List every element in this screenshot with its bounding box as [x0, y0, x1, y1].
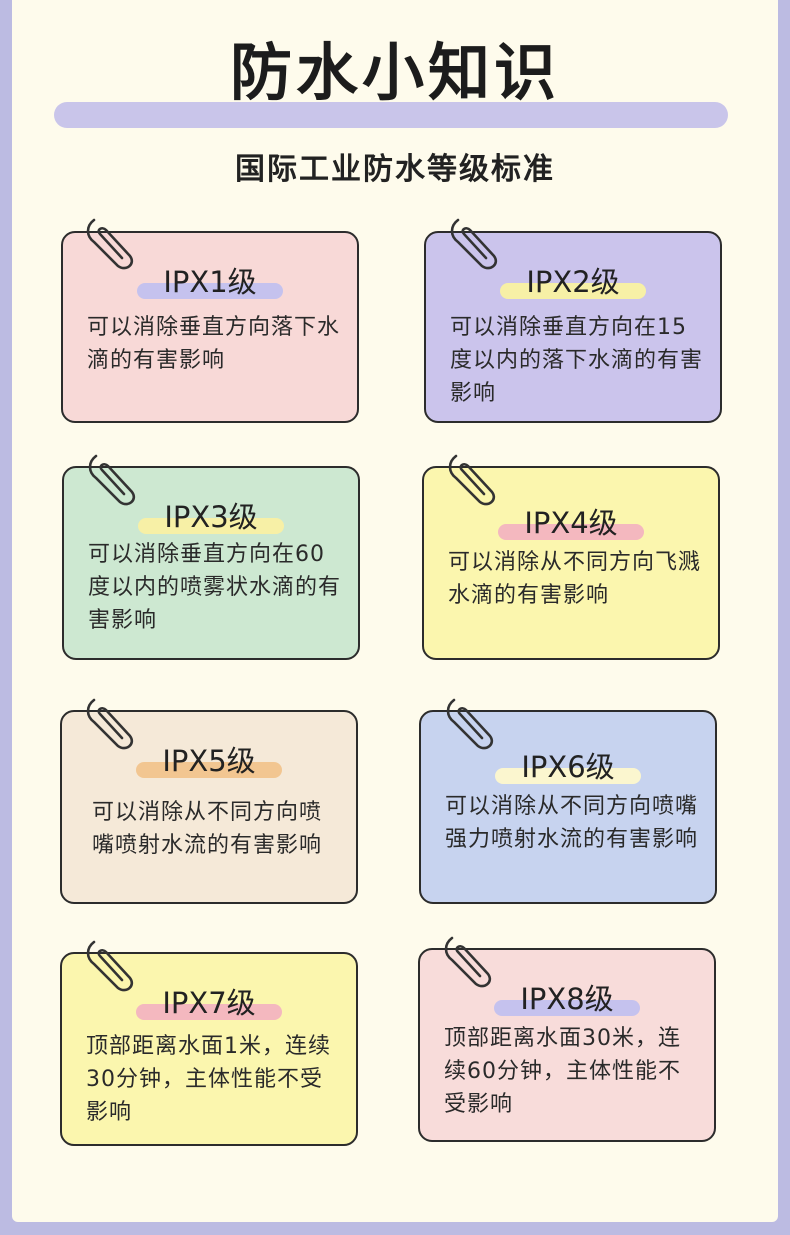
label-highlight: [498, 524, 644, 540]
paperclip-icon: [444, 936, 492, 988]
paperclip-icon: [446, 698, 494, 750]
card-label: IPX2级: [526, 265, 620, 299]
card-description: 可以消除垂直方向落下水滴的有害影响: [87, 315, 341, 373]
label-highlight: [137, 283, 283, 299]
page-subtitle: 国际工业防水等级标准: [235, 152, 555, 187]
card-ipx6: IPX6级 可以消除从不同方向喷嘴强力喷射水流的有害影响: [419, 710, 717, 904]
card-head: IPX2级: [426, 263, 720, 303]
label-highlight: [136, 1004, 282, 1020]
card-description: 可以消除垂直方向在15度以内的落下水滴的有害影响: [450, 315, 704, 406]
card-label: IPX8级: [520, 982, 614, 1016]
card-label: IPX7级: [162, 986, 256, 1020]
card-ipx2: IPX2级 可以消除垂直方向在15度以内的落下水滴的有害影响: [424, 231, 722, 423]
card-head: IPX4级: [424, 504, 718, 544]
card-head: IPX7级: [62, 984, 356, 1024]
label-highlight: [136, 762, 282, 778]
card-label: IPX3级: [164, 500, 258, 534]
card-ipx1: IPX1级 可以消除垂直方向落下水滴的有害影响: [61, 231, 359, 423]
title-underline-bar: [54, 102, 728, 128]
paperclip-icon: [448, 454, 496, 506]
card-description: 可以消除垂直方向在60度以内的喷雾状水滴的有害影响: [88, 542, 342, 633]
card-ipx4: IPX4级 可以消除从不同方向飞溅水滴的有害影响: [422, 466, 720, 660]
card-head: IPX6级: [421, 748, 715, 788]
card-ipx8: IPX8级 顶部距离水面30米，连续60分钟，主体性能不受影响: [418, 948, 716, 1142]
label-highlight: [500, 283, 646, 299]
card-description: 顶部距离水面1米，连续30分钟，主体性能不受影响: [86, 1034, 331, 1125]
page-title: 防水小知识: [229, 36, 560, 109]
label-highlight: [494, 1000, 640, 1016]
paperclip-icon: [86, 698, 134, 750]
card-head: IPX8级: [420, 980, 714, 1020]
paperclip-icon: [86, 218, 134, 270]
card-description: 可以消除从不同方向喷嘴喷射水流的有害影响: [92, 800, 323, 858]
label-highlight: [495, 768, 641, 784]
card-label: IPX5级: [162, 744, 256, 778]
card-head: IPX1级: [63, 263, 357, 303]
card-head: IPX5级: [62, 742, 356, 782]
card-description: 可以消除从不同方向飞溅水滴的有害影响: [448, 550, 702, 608]
card-label: IPX4级: [524, 506, 618, 540]
card-description: 顶部距离水面30米，连续60分钟，主体性能不受影响: [444, 1026, 681, 1117]
card-ipx3: IPX3级 可以消除垂直方向在60度以内的喷雾状水滴的有害影响: [62, 466, 360, 660]
card-label: IPX6级: [521, 750, 615, 784]
paperclip-icon: [450, 218, 498, 270]
paperclip-icon: [86, 940, 134, 992]
paperclip-icon: [88, 454, 136, 506]
card-ipx5: IPX5级 可以消除从不同方向喷嘴喷射水流的有害影响: [60, 710, 358, 904]
card-label: IPX1级: [163, 265, 257, 299]
label-highlight: [138, 518, 284, 534]
card-ipx7: IPX7级 顶部距离水面1米，连续30分钟，主体性能不受影响: [60, 952, 358, 1146]
card-description: 可以消除从不同方向喷嘴强力喷射水流的有害影响: [445, 794, 699, 852]
card-head: IPX3级: [64, 498, 358, 538]
